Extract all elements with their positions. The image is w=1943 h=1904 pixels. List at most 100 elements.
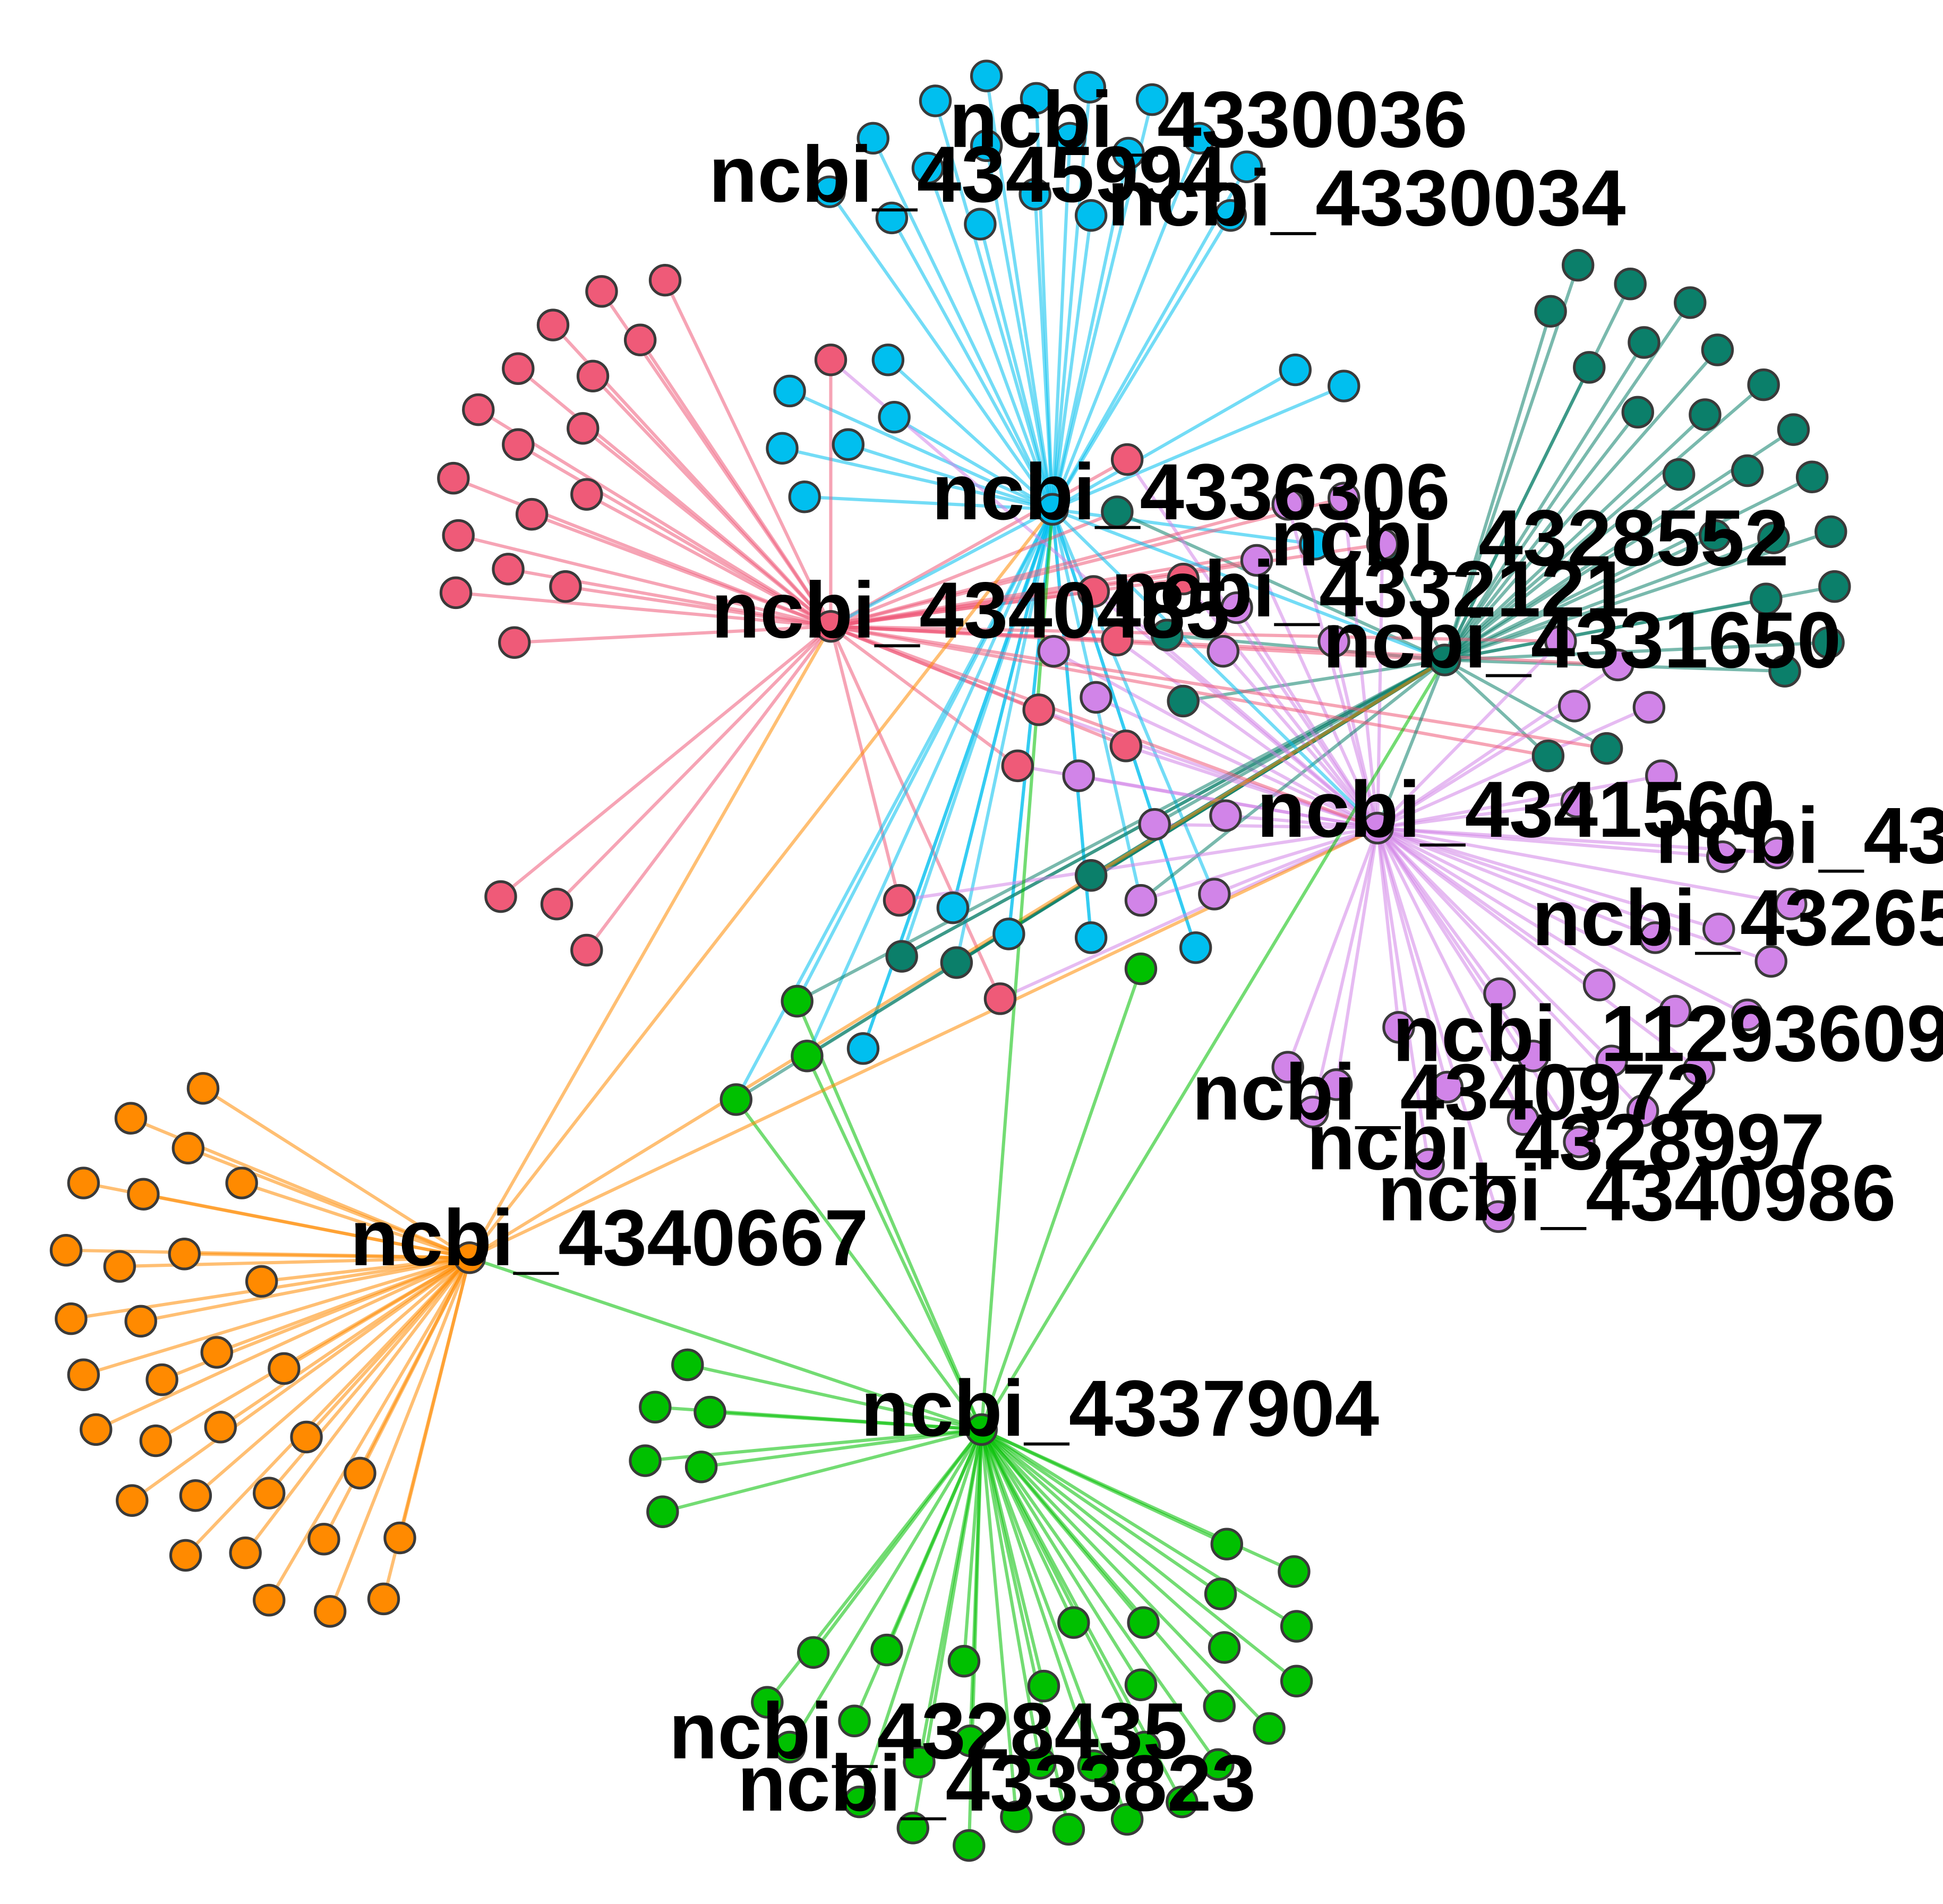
edge-green-16 (980, 1428, 1226, 1649)
edge-purple-21 (1377, 826, 1723, 859)
edge-red-25 (500, 625, 832, 898)
edge-red-11 (531, 512, 832, 628)
edge-red-16 (456, 591, 831, 628)
hub-edge-6 (468, 625, 833, 1259)
node-purple-2 (1240, 544, 1273, 577)
edge-teal-13 (1444, 475, 1813, 662)
edge-blue-3 (1050, 87, 1092, 510)
edge-teal-26 (1444, 658, 1608, 750)
edge-purple-1 (1342, 498, 1380, 828)
node-purple-40 (1563, 1125, 1596, 1159)
node-purple-15 (1560, 785, 1594, 819)
node-purple-19 (1198, 878, 1231, 911)
node-green-6 (694, 1395, 726, 1429)
edge-green-28 (788, 1428, 983, 1748)
node-purple-38 (1626, 1094, 1659, 1127)
edge-blue-21 (782, 447, 1053, 511)
label-ncbi-4326503: ncbi_4326503 (1532, 873, 1943, 962)
edge-purple-10 (1095, 696, 1379, 830)
node-teal-15 (1757, 521, 1790, 554)
node-blue-13 (813, 175, 846, 208)
node-green-28 (773, 1730, 806, 1764)
node-teal-25 (1531, 739, 1565, 773)
label-ncbi-4328997: ncbi_4328997 (1306, 1097, 1825, 1186)
node-blue-20 (878, 400, 911, 434)
node-teal-27 (1074, 859, 1108, 892)
node-blue-30 (1179, 931, 1212, 964)
node-orange-15 (145, 1363, 178, 1396)
node-purple-36 (1431, 1070, 1464, 1104)
node-purple-20 (1761, 836, 1794, 870)
node-teal-1 (1534, 295, 1567, 328)
label-ncbi-4337904: ncbi_4337904 (861, 1363, 1379, 1453)
node-teal-21 (1101, 495, 1134, 528)
node-green-19 (1027, 1669, 1060, 1703)
edge-orange-5 (241, 1181, 470, 1259)
node-orange-8 (168, 1238, 201, 1271)
node-green-17 (1280, 1665, 1313, 1697)
node-purple-22 (1774, 887, 1808, 921)
cross-edge-red-5 (830, 496, 1345, 628)
edge-teal-8 (1443, 411, 1639, 661)
label-ncbi-4330036: ncbi_4330036 (949, 75, 1467, 164)
edge-orange-16 (95, 1256, 470, 1431)
edge-green-17 (980, 1428, 1298, 1683)
node-green-14 (1057, 1606, 1090, 1639)
node-purple-9 (1037, 634, 1071, 668)
label-ncbi-4340486: ncbi_4340486 (1655, 791, 1943, 880)
edge-blue-10 (926, 167, 1054, 510)
node-purple-34 (1271, 1051, 1304, 1084)
hub-edge-7 (468, 508, 1054, 1259)
node-green-21 (797, 1636, 830, 1669)
node-purple-27 (1582, 968, 1616, 1001)
edge-green-25 (853, 1429, 983, 1722)
edge-teal-0 (1443, 264, 1580, 661)
node-purple-8 (1601, 648, 1634, 682)
node-blue-16 (1074, 199, 1108, 232)
edge-teal-12 (1444, 469, 1749, 662)
edge-blue-7 (1050, 138, 1072, 510)
edge-purple-11 (1376, 705, 1576, 830)
edge-red-8 (517, 443, 832, 628)
node-blue-25 (1328, 370, 1360, 402)
node-blue-9 (1112, 136, 1145, 170)
edge-red-0 (663, 279, 833, 628)
edge-purple-22 (1377, 826, 1792, 906)
node-red-17 (498, 626, 531, 659)
node-teal-12 (1731, 454, 1764, 487)
edge-purple-42 (1376, 827, 1500, 1217)
node-green-26 (954, 1725, 987, 1757)
node-red-23 (1109, 730, 1143, 762)
node-green-30 (1023, 1747, 1057, 1780)
hub-edge-11 (980, 659, 1446, 1431)
node-blue-28 (992, 917, 1025, 950)
cross-edge-blue-5 (900, 509, 1054, 957)
node-red-18 (1110, 443, 1144, 476)
edge-green-13 (980, 1428, 1298, 1628)
node-purple-37 (1296, 1095, 1329, 1129)
node-green-7 (629, 1444, 662, 1477)
node-blue-15 (964, 208, 997, 241)
node-red-24 (1001, 749, 1034, 783)
edge-teal-4 (1443, 366, 1591, 661)
node-orange-14 (67, 1358, 100, 1391)
node-green-4 (671, 1348, 704, 1382)
edge-blue-16 (1050, 215, 1093, 510)
edge-purple-23 (1377, 826, 1719, 931)
edge-purple-2 (1255, 560, 1379, 829)
node-green-11 (1278, 1555, 1311, 1588)
label-ncbi-4345994: ncbi_4345994 (709, 130, 1227, 219)
label-ncbi-4328552: ncbi_4328552 (1270, 493, 1788, 582)
node-purple-5 (1206, 634, 1239, 668)
edge-purple-12 (1376, 706, 1650, 830)
node-orange-4 (127, 1178, 160, 1211)
node-green-40 (953, 1829, 986, 1862)
edge-purple-37 (1311, 827, 1380, 1113)
node-teal-16 (1814, 515, 1847, 548)
node-red-2 (623, 323, 657, 356)
edge-blue-6 (985, 145, 1054, 510)
node-red-16 (439, 576, 473, 610)
node-green-12 (1204, 1577, 1237, 1610)
node-teal-3 (1674, 286, 1707, 319)
edge-blue-8 (1051, 138, 1201, 510)
